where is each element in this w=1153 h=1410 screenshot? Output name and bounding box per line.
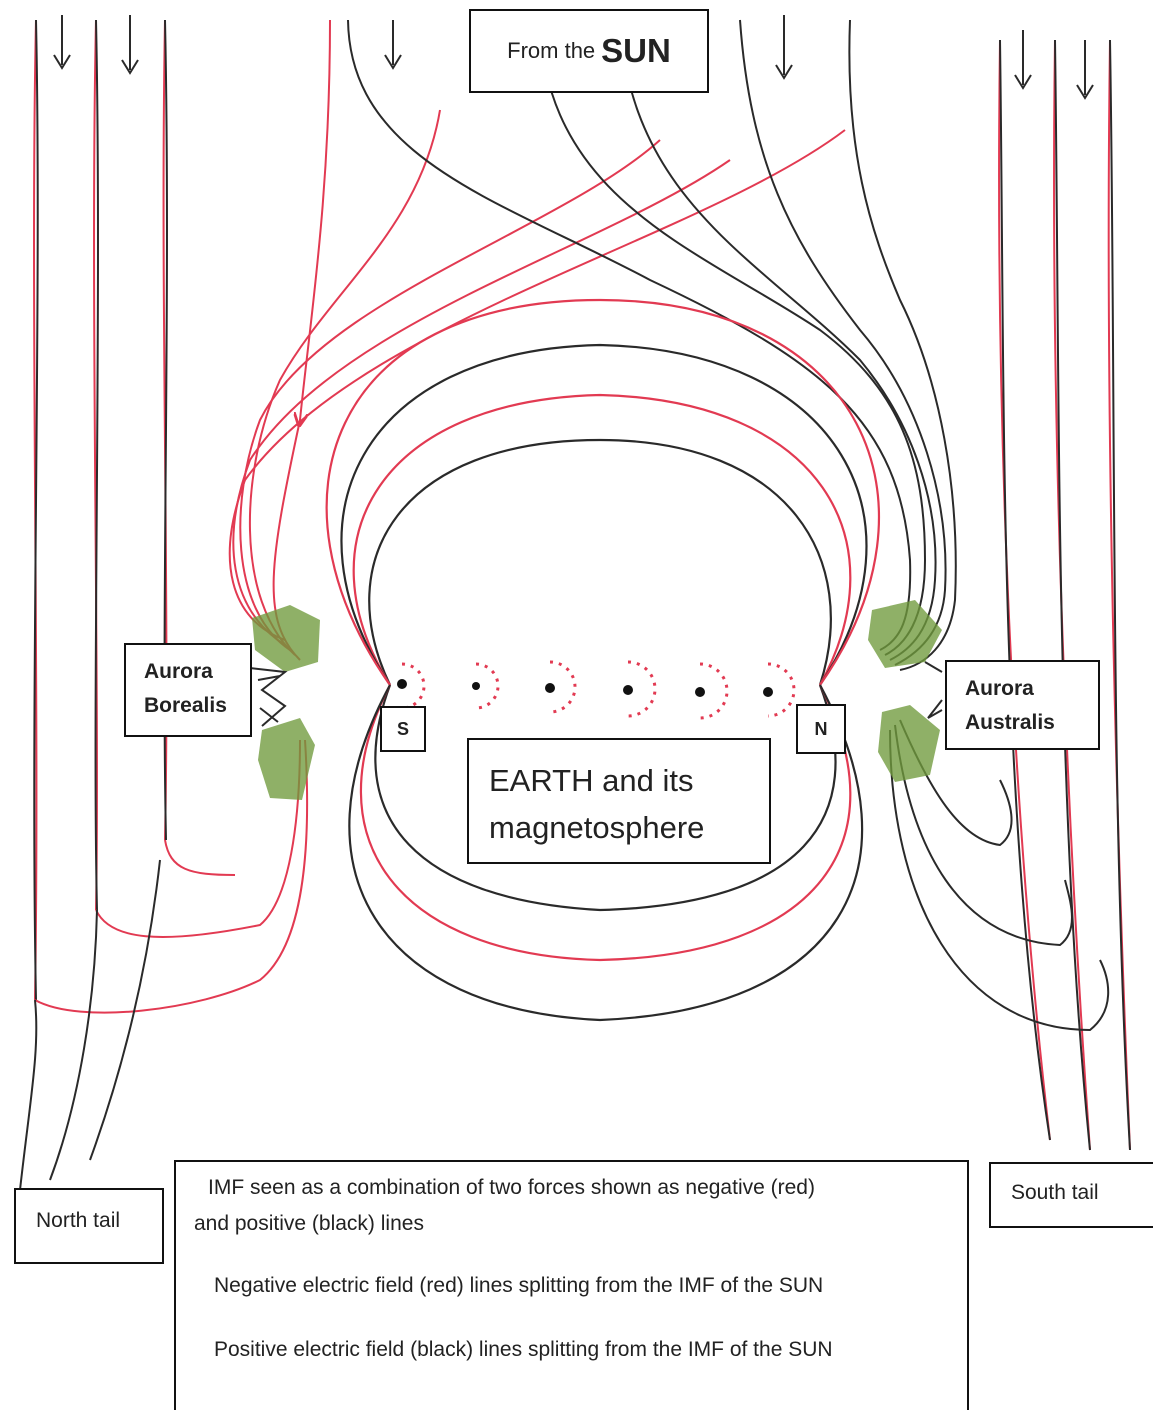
north-side-imf-lines [34,20,167,1000]
sun-label-name: SUN [601,32,671,70]
earth-dipole-dots [397,662,794,718]
legend-box: IMF seen as a combination of two forces … [174,1160,969,1410]
from-the-sun-label: From the SUN [469,9,709,93]
magnetosphere-loops [327,300,879,1020]
aurora-borealis-upper-patch [252,605,320,672]
earth-label-line1: EARTH and its [489,758,769,805]
aurora-australis-line2: Australis [965,710,1098,736]
aurora-australis-label: Aurora Australis [945,660,1100,750]
aurora-borealis-line2: Borealis [144,693,250,719]
aurora-australis-line1: Aurora [965,676,1098,702]
south-tail-label: South tail [989,1162,1153,1228]
north-tail-label: North tail [14,1188,164,1264]
north-pole-label: N [796,704,846,754]
aurora-borealis-line1: Aurora [144,659,250,685]
legend-intro-line1: IMF seen as a combination of two forces … [208,1176,815,1200]
aurora-borealis-label: Aurora Borealis [124,643,252,737]
legend-negative-line: Negative electric field (red) lines spli… [214,1274,823,1298]
earth-label-line2: magnetosphere [489,805,769,852]
legend-intro-line2: and positive (black) lines [194,1212,424,1236]
earth-label: EARTH and its magnetosphere [467,738,771,864]
sun-label-prefix: From the [507,38,595,64]
legend-positive-line: Positive electric field (black) lines sp… [214,1338,833,1362]
south-pole-label: S [380,706,426,752]
